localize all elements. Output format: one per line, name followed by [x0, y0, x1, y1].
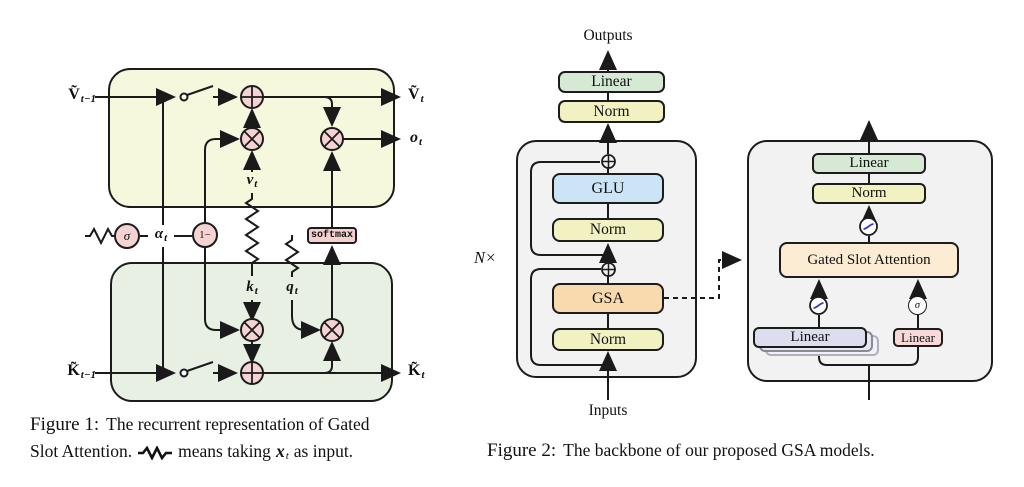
- gsa-block: GSA: [552, 283, 664, 314]
- norm-block: Norm: [552, 328, 664, 351]
- input-zigzag-icon: [85, 226, 114, 246]
- multiply-node: [240, 318, 264, 342]
- add-node: [601, 154, 616, 169]
- linear-block: Linear: [753, 327, 867, 348]
- norm-block: Norm: [558, 100, 665, 123]
- repeat-count-label: N×: [474, 248, 497, 267]
- linear-block: Linear: [812, 153, 926, 174]
- multiply-node: [240, 127, 264, 151]
- glu-block: GLU: [552, 173, 664, 204]
- norm-block: Norm: [552, 218, 664, 242]
- fig1-caption-label: Figure 1:: [30, 414, 100, 435]
- linear-block: Linear: [558, 71, 665, 93]
- k-state-next-label: K̃t: [408, 362, 425, 381]
- k-state-prev-label: K̃t−1: [67, 362, 96, 381]
- add-node: [240, 361, 264, 385]
- one-minus-label: 1−: [199, 229, 211, 241]
- outputs-label: Outputs: [583, 27, 633, 44]
- zigzag-input-icon: [138, 445, 173, 460]
- add-node: [240, 85, 264, 109]
- softmax-box: softmax: [307, 227, 357, 244]
- sigma-activation-icon: σ: [908, 296, 927, 315]
- norm-block: Norm: [812, 183, 926, 204]
- inputs-label: Inputs: [588, 402, 628, 419]
- swish-activation-icon: [809, 296, 828, 315]
- softmax-label: softmax: [310, 230, 353, 241]
- fig2-caption-label: Figure 2:: [487, 440, 557, 461]
- gated-slot-attention-block: Gated Slot Attention: [779, 242, 959, 278]
- linear-gate-block: Linear: [893, 328, 943, 347]
- swish-activation-icon: [859, 217, 878, 236]
- x-var: x: [275, 441, 285, 461]
- fig1-caption-line1: Figure 1: The recurrent representation o…: [30, 414, 370, 435]
- add-node: [601, 262, 616, 277]
- fig2-caption: Figure 2: The backbone of our proposed G…: [487, 440, 875, 461]
- sigma-label: σ: [123, 228, 131, 243]
- one-minus-node: 1−: [192, 222, 218, 248]
- sigma-node: σ: [114, 223, 140, 249]
- multiply-node: [320, 318, 344, 342]
- multiply-node: [320, 127, 344, 151]
